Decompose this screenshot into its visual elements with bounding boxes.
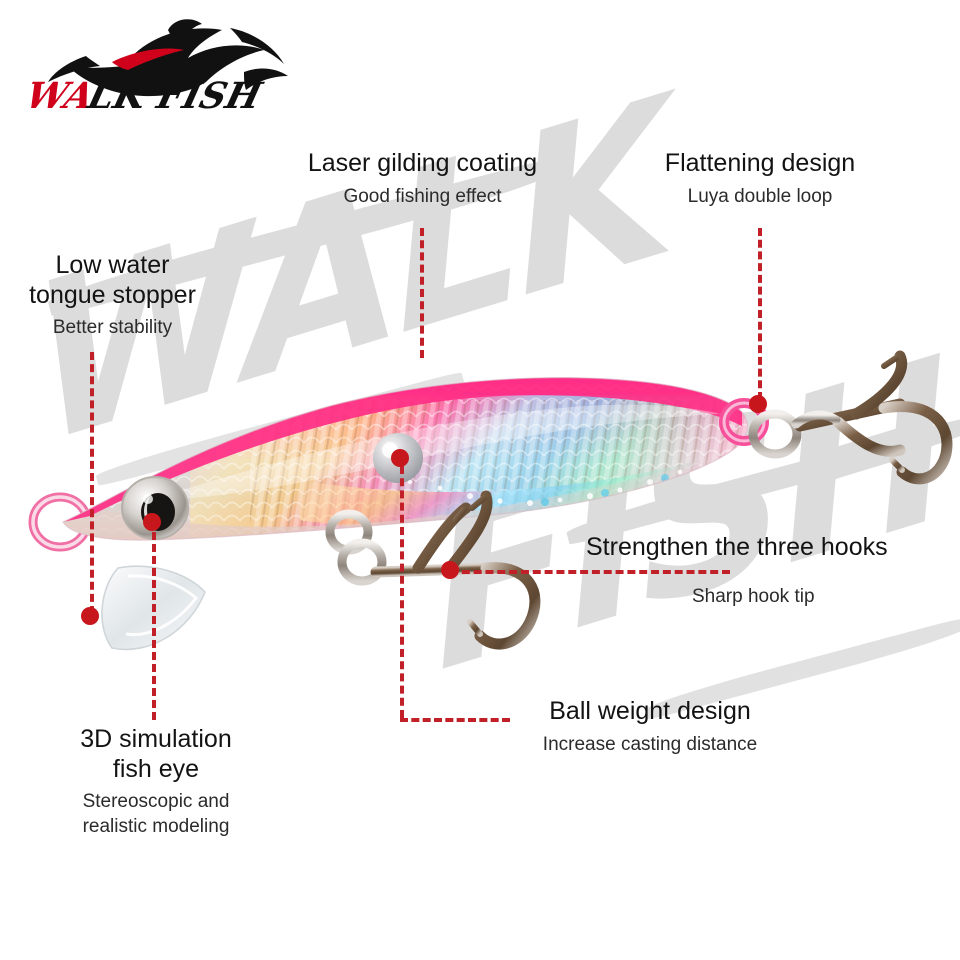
leader-line-flattening xyxy=(758,228,762,400)
callout-strengthen-three-hooks: Strengthen the three hooks Sharp hook ti… xyxy=(586,532,956,609)
marker-dot-fish-eye xyxy=(143,513,161,531)
callout-laser-gilding-coating: Laser gilding coating Good fishing effec… xyxy=(280,148,565,209)
callout-3d-simulation-fish-eye: 3D simulation fish eye Stereoscopic and … xyxy=(40,724,272,839)
treble-hook-belly xyxy=(325,490,541,650)
callout-title: Laser gilding coating xyxy=(307,149,538,177)
callout-title-line2: fish eye xyxy=(112,755,200,783)
leader-line-fish-eye xyxy=(152,520,156,720)
leader-line-three-hooks xyxy=(450,570,730,574)
callout-title: Ball weight design xyxy=(549,697,751,725)
callout-low-water-tongue-stopper: Low water tongue stopper Better stabilit… xyxy=(0,250,225,340)
callout-title-line1: Low water xyxy=(55,251,170,279)
callout-subtitle: Increase casting distance xyxy=(542,734,758,755)
callout-subtitle-line2: realistic modeling xyxy=(82,816,230,837)
callout-subtitle: Better stability xyxy=(52,317,173,338)
callout-title-line1: 3D simulation xyxy=(80,725,232,753)
leader-line-ball-weight-vertical xyxy=(400,466,404,718)
callout-ball-weight-design: Ball weight design Increase casting dist… xyxy=(500,696,800,757)
svg-text:LK FISH: LK FISH xyxy=(83,75,267,116)
leader-line-tongue-stopper xyxy=(90,352,94,614)
marker-dot-ball-weight xyxy=(391,449,409,467)
callout-flattening-design: Flattening design Luya double loop xyxy=(630,148,890,209)
callout-subtitle: Sharp hook tip xyxy=(692,586,815,607)
callout-subtitle-line1: Stereoscopic and xyxy=(82,791,230,812)
shark-logo-icon xyxy=(48,19,288,97)
brand-wordmark: WA LK FISH xyxy=(22,75,268,116)
svg-text:WA: WA xyxy=(22,75,99,116)
callout-title: Flattening design xyxy=(664,149,856,177)
leader-line-ball-weight-horizontal xyxy=(400,718,510,722)
leader-line-laser-gilding xyxy=(420,228,424,358)
marker-dot-tongue-stopper xyxy=(81,607,99,625)
callout-subtitle: Luya double loop xyxy=(687,186,833,207)
brand-logo[interactable]: WA LK FISH xyxy=(16,16,296,116)
marker-dot-three-hooks xyxy=(441,561,459,579)
callout-subtitle: Good fishing effect xyxy=(343,186,502,207)
tail-loop xyxy=(719,398,802,459)
fishing-lure-image xyxy=(28,350,953,651)
callout-title: Strengthen the three hooks xyxy=(586,533,888,561)
treble-hook-rear xyxy=(791,350,953,485)
marker-dot-flattening xyxy=(749,395,767,413)
callout-title-line2: tongue stopper xyxy=(29,281,196,309)
